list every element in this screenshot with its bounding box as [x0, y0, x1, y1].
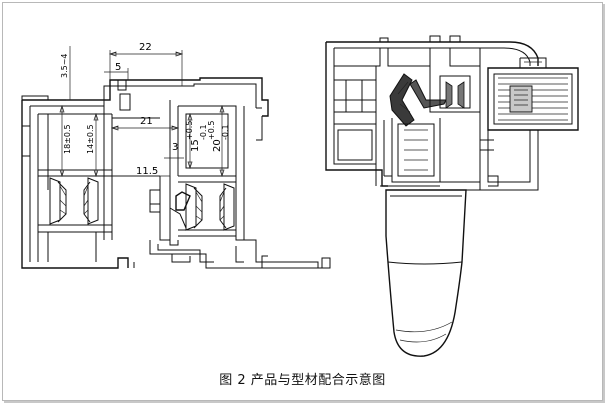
dim-22-label: 22 [139, 42, 152, 53]
dim-18-label: 18±0.5 [63, 124, 72, 154]
dim-5-label: 5 [115, 62, 121, 73]
dim-15-label: 15 [190, 139, 201, 152]
dim-21-label: 21 [140, 116, 153, 127]
dim-3-5-4-label: 3.5~4 [60, 53, 69, 78]
dim-15-tol-dn: -0.1 [199, 124, 208, 140]
dim-3-label: 3 [172, 142, 178, 153]
figure-caption: 图 2 产品与型材配合示意图 [219, 373, 386, 388]
dim-11-5-label: 11.5 [136, 166, 158, 177]
dim-14-label: 14±0.5 [86, 124, 95, 154]
left-profile-drawing [21, 46, 331, 269]
dim-20-tol-up: +0.5 [207, 121, 216, 140]
dim-20-label: 20 [212, 139, 223, 152]
dim-15-tol-up: +0.5 [185, 121, 194, 140]
dim-20-tol-dn: -0.1 [221, 124, 230, 140]
right-assembly-drawing [325, 35, 579, 357]
